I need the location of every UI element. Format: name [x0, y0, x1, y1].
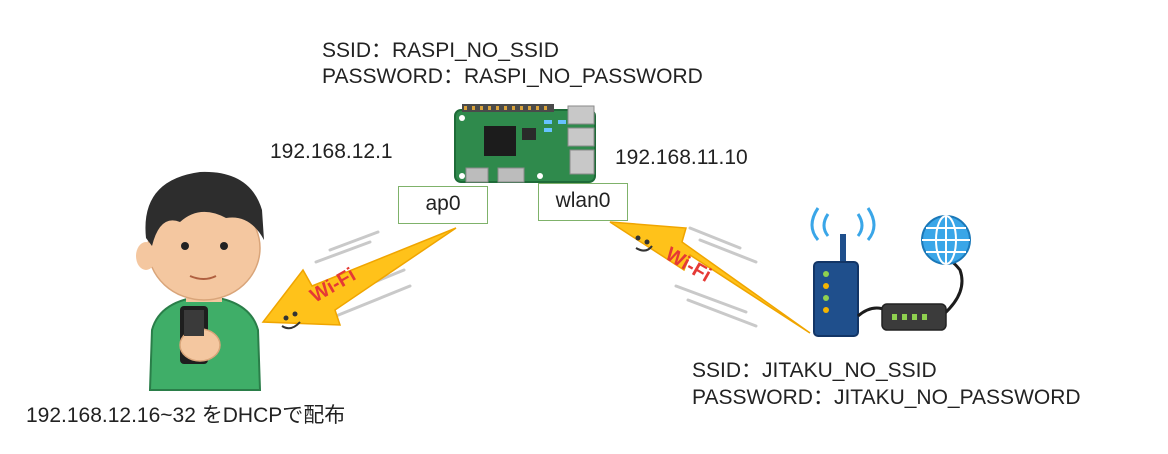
wifi-arrow-left-icon: Wi-Fi — [261, 227, 457, 330]
wifi-arrow-right-icon: Wi-Fi — [609, 221, 811, 334]
raspi-password-label: PASSWORD：RASPI_NO_PASSWORD — [322, 65, 703, 88]
dhcp-note: 192.168.12.16~32 をDHCPで配布 — [26, 404, 346, 427]
modem-icon — [881, 303, 947, 331]
modem-globe-cable — [942, 260, 964, 316]
raspberry-pi-board-icon — [454, 104, 596, 183]
router-password-label: PASSWORD：JITAKU_NO_PASSWORD — [692, 386, 1081, 409]
person-with-smartphone-icon — [136, 171, 264, 391]
router-ssid-label: SSID：JITAKU_NO_SSID — [692, 359, 937, 382]
raspi-ssid-label: SSID：RASPI_NO_SSID — [322, 39, 559, 62]
wlan-ip-label: 192.168.11.10 — [615, 146, 748, 169]
wifi-router-icon — [810, 207, 876, 337]
ap0-interface-box: ap0 — [398, 186, 488, 224]
globe-icon — [921, 215, 971, 265]
ap-ip-label: 192.168.12.1 — [270, 140, 393, 163]
wlan0-interface-box: wlan0 — [538, 183, 628, 221]
